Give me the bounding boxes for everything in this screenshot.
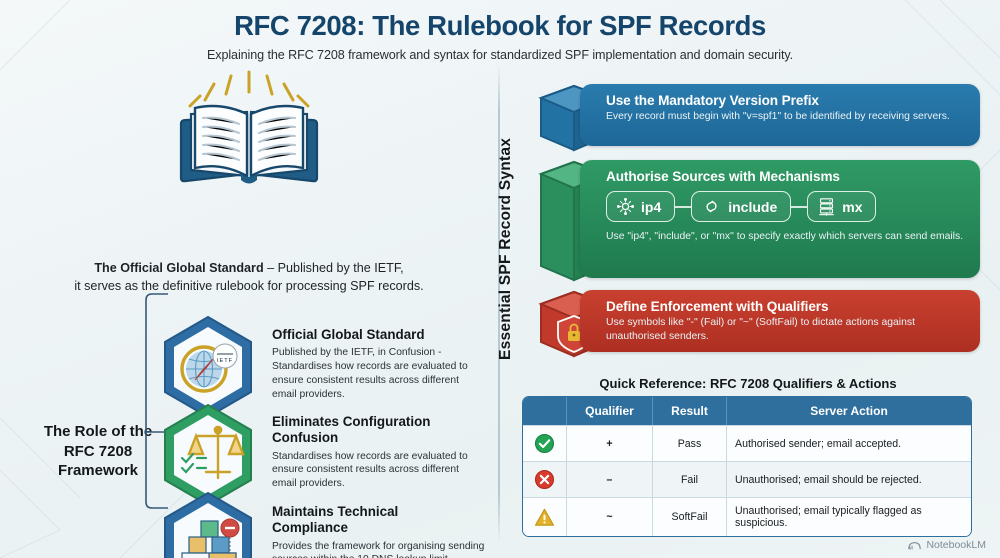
step-title-line-2: Compliance	[272, 520, 348, 536]
table-header-icon	[523, 397, 567, 425]
lede-line2: it serves as the definitive rulebook for…	[74, 278, 424, 293]
link-chain-icon	[706, 200, 717, 213]
row-qualifier: ~	[567, 497, 653, 536]
step-title-line-2: Confusion	[272, 430, 339, 446]
panel-body: Use symbols like "-" (Fail) or "~" (Soft…	[606, 317, 915, 342]
row-action: Unauthorised; email typically flagged as…	[727, 497, 971, 536]
table-header-row: Qualifier Result Server Action	[523, 397, 971, 425]
check-circle-icon	[534, 433, 555, 454]
row-icon-cell	[523, 497, 567, 536]
mechanism-chip-list: ip4 include	[606, 191, 964, 222]
column-divider	[498, 64, 500, 542]
server-stack-icon	[819, 198, 834, 216]
chip-label: ip4	[641, 198, 662, 215]
header: RFC 7208: The Rulebook for SPF Records E…	[0, 10, 1000, 62]
table-row: + Pass Authorised sender; email accepted…	[523, 425, 971, 461]
panel-title: Define Enforcement with Qualifiers	[606, 299, 829, 314]
notebooklm-icon	[908, 541, 922, 550]
chip-include[interactable]: include	[691, 191, 792, 222]
panel-mechanisms: Authorise Sources with Mechanisms	[580, 160, 980, 278]
chip-label: mx	[842, 198, 863, 215]
step-title-line-1: Maintains Technical	[272, 504, 399, 519]
essential-syntax-label: Essential SPF Record Syntax	[497, 137, 514, 361]
chip-connector	[791, 205, 808, 208]
row-icon-cell	[523, 461, 567, 497]
row-action: Authorised sender; email accepted.	[727, 425, 971, 461]
step-title-line-1: Eliminates Configuration	[272, 414, 431, 429]
page-title: RFC 7208: The Rulebook for SPF Records	[234, 10, 766, 41]
chip-connector	[675, 205, 692, 208]
step-title: Maintains Technical Compliance	[272, 504, 486, 537]
chip-mx[interactable]: mx	[807, 191, 877, 222]
chip-ip4[interactable]: ip4	[606, 191, 676, 222]
lede-text: The Official Global Standard – Published…	[24, 260, 474, 296]
open-book-icon	[179, 70, 319, 184]
watermark: NotebookLM	[908, 539, 986, 551]
table-row: – Fail Unauthorised; email should be rej…	[523, 461, 971, 497]
table-header-server-action: Server Action	[727, 397, 971, 425]
table-caption: Quick Reference: RFC 7208 Qualifiers & A…	[599, 376, 897, 391]
row-result: Pass	[653, 425, 727, 461]
step-body: Provides the framework for organising se…	[272, 540, 485, 558]
step-title: Official Global Standard	[272, 327, 425, 342]
boxes-dns-limit-icon	[164, 491, 252, 558]
row-result: SoftFail	[653, 497, 727, 536]
page-subtitle: Explaining the RFC 7208 framework and sy…	[206, 47, 794, 62]
panel-qualifiers: Define Enforcement with Qualifiers Use s…	[580, 290, 980, 352]
role-label-line-1: The Role of the	[43, 423, 153, 440]
step-body: Standardises how records are evaluated t…	[272, 450, 468, 490]
svg-text:IETF: IETF	[217, 358, 233, 364]
balance-scale-icon	[164, 403, 252, 507]
table-header-qualifier: Qualifier	[567, 397, 653, 425]
watermark-label: NotebookLM	[926, 539, 986, 551]
step-body: Published by the IETF, in Confusion - St…	[272, 347, 468, 400]
left-column: The Official Global Standard – Published…	[0, 62, 498, 558]
row-action: Unauthorised; email should be rejected.	[727, 461, 971, 497]
chip-label: include	[728, 198, 778, 215]
qualifiers-table: Qualifier Result Server Action + Pass Au…	[522, 396, 972, 537]
panel-body: Use "ip4", "include", or "mx" to specify…	[606, 231, 964, 242]
table-row: ~ SoftFail Unauthorised; email typically…	[523, 497, 971, 536]
row-result: Fail	[653, 461, 727, 497]
right-column: Essential SPF Record Syntax Use the Mand…	[497, 62, 1000, 542]
open-book-illustration	[0, 70, 498, 193]
lede-bold: The Official Global Standard	[94, 261, 264, 275]
role-label-line-2: RFC 7208	[63, 442, 133, 460]
step-title: Eliminates Configuration Confusion	[272, 414, 486, 447]
role-label-line-3: Framework	[57, 462, 139, 479]
row-qualifier: –	[567, 461, 653, 497]
role-label: The Role of the RFC 7208 Framework	[12, 422, 184, 481]
row-qualifier: +	[567, 425, 653, 461]
table-header-result: Result	[653, 397, 727, 425]
panel-body: Every record must begin with "v=spf1" to…	[606, 111, 950, 122]
panel-title: Use the Mandatory Version Prefix	[606, 93, 819, 108]
sun-network-icon	[617, 198, 634, 215]
x-circle-icon	[534, 469, 555, 490]
panel-version-prefix: Use the Mandatory Version Prefix Every r…	[580, 84, 980, 146]
row-icon-cell	[523, 425, 567, 461]
warning-triangle-icon	[534, 508, 555, 526]
lede-rest: – Published by the IETF,	[263, 261, 404, 275]
panel-title: Authorise Sources with Mechanisms	[606, 169, 840, 184]
